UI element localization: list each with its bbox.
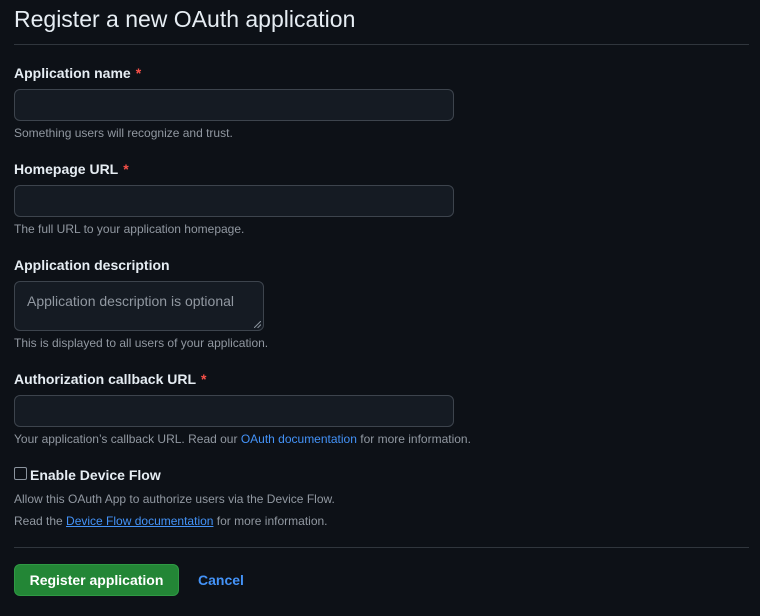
oauth-documentation-link[interactable]: OAuth documentation — [240, 432, 357, 446]
device-flow-note: Allow this OAuth App to authorize users … — [14, 492, 335, 506]
homepage-url-input[interactable] — [14, 185, 454, 217]
device-flow-documentation-link[interactable]: Device Flow documentation — [66, 514, 214, 528]
callback-url-label: Authorization callback URL* — [14, 371, 206, 387]
device-flow-docs-note: Read the Device Flow documentation for m… — [14, 514, 328, 528]
device-flow-docs-suffix: for more information. — [216, 514, 328, 528]
title-divider — [14, 44, 749, 45]
cancel-button[interactable]: Cancel — [198, 572, 244, 588]
required-marker: * — [201, 371, 207, 387]
homepage-url-label: Homepage URL* — [14, 161, 129, 177]
homepage-url-label-text: Homepage URL — [14, 161, 119, 177]
callback-url-note-text: Your application’s callback URL. Read ou… — [14, 432, 238, 446]
device-flow-docs-prefix: Read the — [14, 514, 63, 528]
actions-divider — [14, 547, 749, 548]
callback-url-label-text: Authorization callback URL — [14, 371, 197, 387]
description-note: This is displayed to all users of your a… — [14, 336, 269, 350]
callback-url-note: Your application’s callback URL. Read ou… — [14, 432, 471, 446]
description-textarea[interactable]: Application description is optional — [14, 281, 264, 331]
callback-url-note-suffix: for more information. — [360, 432, 471, 446]
homepage-url-note: The full URL to your application homepag… — [14, 222, 245, 236]
app-name-label: Application name* — [14, 65, 141, 81]
page-title: Register a new OAuth application — [14, 6, 356, 32]
description-placeholder: Application description is optional — [27, 293, 235, 309]
description-label: Application description — [14, 257, 170, 273]
register-application-button[interactable]: Register application — [14, 564, 179, 596]
enable-device-flow-label[interactable]: Enable Device Flow — [30, 467, 161, 483]
callback-url-input[interactable] — [14, 395, 454, 427]
enable-device-flow-checkbox[interactable] — [14, 467, 27, 480]
app-name-label-text: Application name — [14, 65, 131, 81]
app-name-input[interactable] — [14, 89, 454, 121]
app-name-note: Something users will recognize and trust… — [14, 126, 233, 140]
required-marker: * — [135, 65, 142, 81]
required-marker: * — [123, 161, 129, 177]
resize-handle-icon[interactable] — [254, 321, 261, 328]
